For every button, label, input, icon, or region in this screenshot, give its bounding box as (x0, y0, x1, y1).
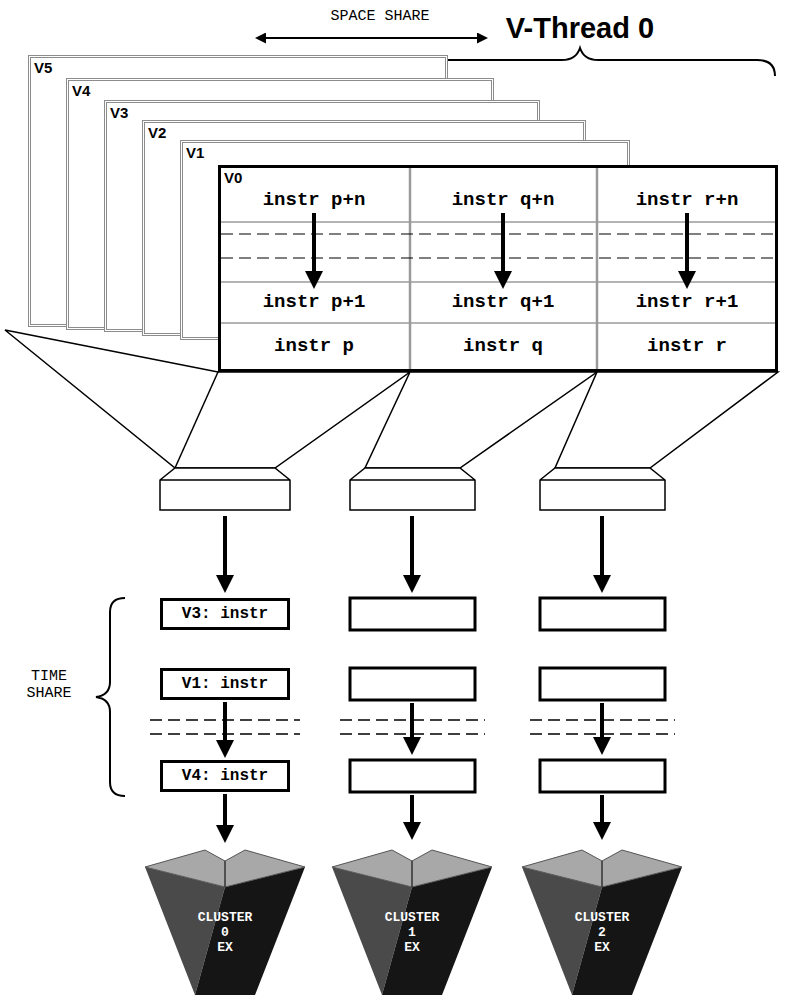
cluster-top (522, 850, 682, 887)
queue-slot (540, 598, 665, 630)
instruction-text: instr q+1 (450, 291, 557, 313)
thread-name: V5 (31, 58, 445, 77)
axis-label: SPACE SHARE (280, 8, 480, 25)
instruction-cell: instr p+1 (261, 291, 368, 313)
arrow (410, 795, 414, 822)
queue-slot (350, 760, 475, 792)
cluster-text: CLUSTER 2 EX (569, 911, 635, 956)
cluster-top (145, 850, 305, 887)
instruction-cell: instr p+n (261, 189, 368, 211)
funnel-edge (175, 372, 218, 468)
instruction-text: instr p+n (261, 189, 368, 211)
dash-line (530, 733, 675, 735)
dash-line (340, 733, 485, 735)
cluster-ridge (601, 861, 603, 887)
gap-line (221, 257, 775, 258)
flow-arrow (501, 213, 505, 271)
arrow (600, 516, 604, 575)
flow-arrow (223, 702, 227, 740)
funnel (5, 330, 410, 468)
instruction-cell: instr r+1 (634, 291, 741, 313)
thread-name: V4 (69, 81, 491, 100)
cluster-ridge (411, 861, 413, 887)
instruction-text: instr p (272, 335, 356, 357)
queue-text: V1: instr (182, 675, 268, 693)
instruction-text: instr q (461, 335, 545, 357)
flow-arrow (223, 794, 227, 825)
funnel-spout (540, 468, 665, 510)
time-brace (96, 598, 125, 796)
arrow (410, 516, 414, 575)
gap-lines (150, 720, 675, 734)
cluster-top (332, 850, 492, 887)
queue-slot (540, 668, 665, 700)
instruction-cell: instr r+n (634, 189, 741, 211)
queue-text: V4: instr (182, 767, 268, 785)
arrow (223, 516, 227, 575)
queue-text: V3: instr (182, 605, 268, 623)
instruction-text: instr r+1 (634, 291, 741, 313)
instruction-cell: instr p (272, 335, 356, 357)
instruction-text: instr q+n (450, 189, 557, 211)
row-divider (221, 322, 775, 324)
queue-slot: V4: instr (160, 760, 290, 792)
cluster-front (382, 867, 492, 995)
flow-arrow (312, 213, 316, 271)
cluster-unit: CLUSTER 1 EX (332, 845, 492, 1000)
thread-name: V0 (221, 168, 775, 187)
thread-frame: V0 instr p+n instr q+n instr r+n instr p+1 in… (218, 165, 778, 372)
queue-slot: V3: instr (160, 598, 290, 630)
dash-line (340, 719, 485, 721)
cluster-ridge (224, 861, 226, 887)
queue-slot (350, 598, 475, 630)
column-divider (409, 168, 412, 369)
row-divider (221, 281, 775, 283)
queue-slot (350, 668, 475, 700)
instruction-text: instr p+1 (261, 291, 368, 313)
thread-label: V-Thread 0 (480, 12, 680, 45)
instruction-cell: instr q (461, 335, 545, 357)
cluster-text: CLUSTER 1 EX (379, 911, 445, 956)
cluster-text: CLUSTER 0 EX (192, 911, 258, 956)
funnel (555, 372, 778, 468)
dash-line (530, 719, 675, 721)
queue-slot (540, 760, 665, 792)
flow-arrow (685, 213, 689, 271)
arrow (600, 795, 604, 822)
funnel-spout (350, 468, 475, 510)
instruction-cell: instr q+n (450, 189, 557, 211)
cluster-unit: CLUSTER 2 EX (522, 845, 682, 1000)
gap-line (221, 233, 775, 234)
thread-name: V1 (183, 143, 627, 162)
column-divider (596, 168, 599, 369)
cluster-front (572, 867, 682, 995)
axis-label: TIME SHARE (6, 668, 92, 702)
cluster-front (195, 867, 305, 995)
funnel-spout (160, 468, 290, 510)
cluster-unit: CLUSTER 0 EX (145, 845, 305, 1000)
space-share-arrow (266, 37, 477, 39)
instruction-cell: instr q+1 (450, 291, 557, 313)
empty-slots (350, 598, 665, 792)
instruction-cell: instr r (645, 335, 729, 357)
row-divider (221, 221, 775, 223)
queue-slot: V1: instr (160, 668, 290, 700)
instruction-text: instr r+n (634, 189, 741, 211)
instruction-text: instr r (645, 335, 729, 357)
